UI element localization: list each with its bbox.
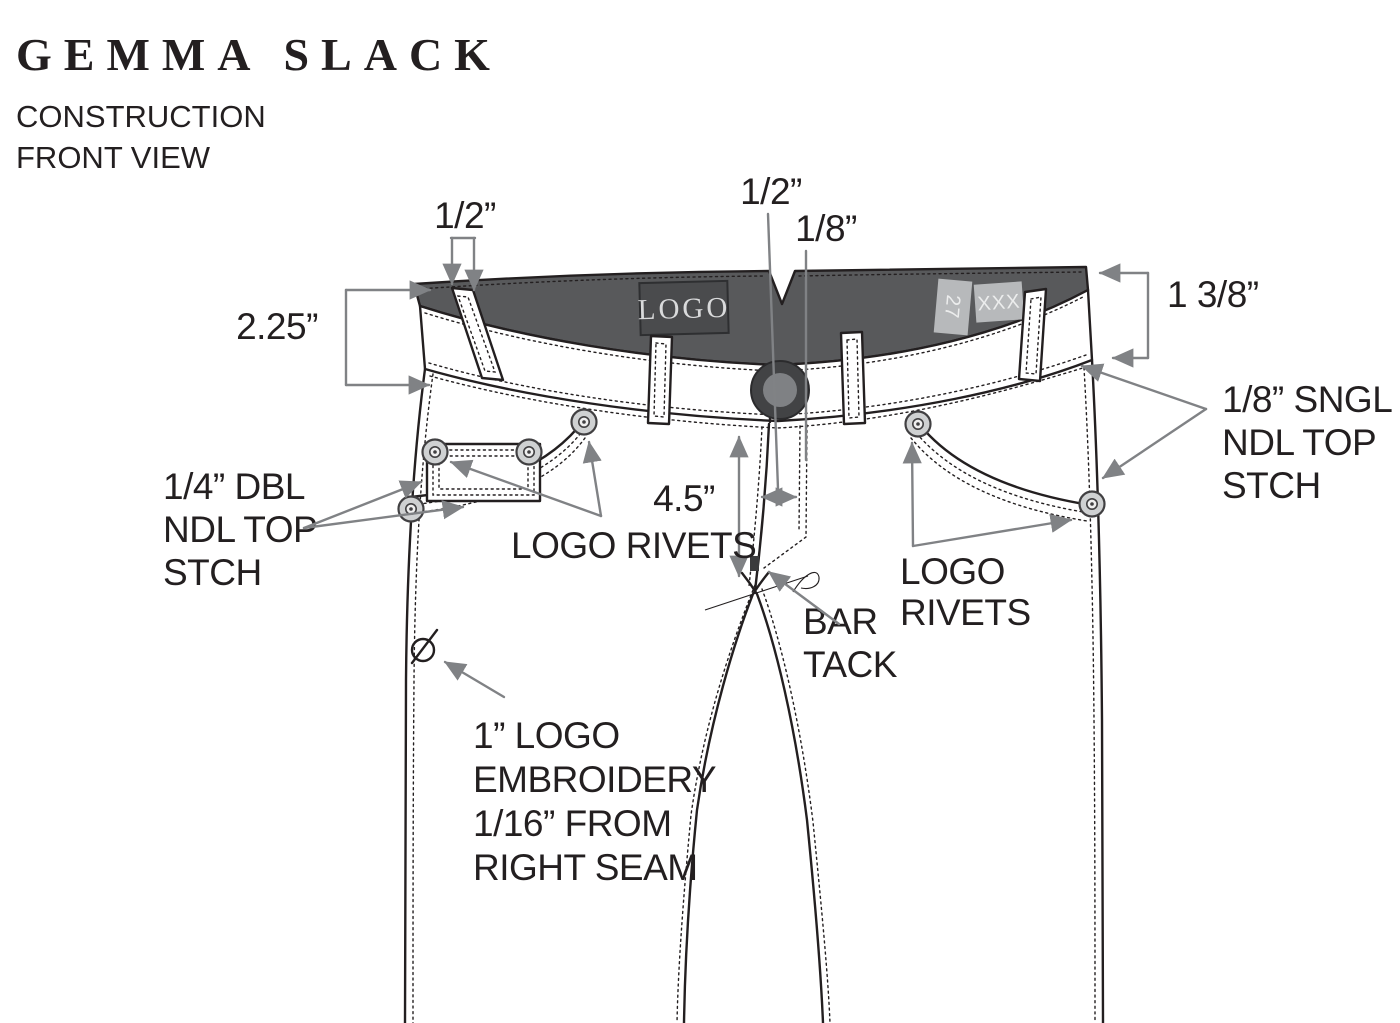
embroidery-line2: EMBROIDERY: [473, 759, 716, 800]
rivet: [397, 495, 425, 523]
subtitle-construction: CONSTRUCTION: [16, 99, 266, 134]
callout-embroidery: 1” LOGO EMBROIDERY 1/16” FROM RIGHT SEAM: [443, 660, 717, 888]
dim-beltloop-width: 1/2”: [434, 195, 496, 292]
dim-fly-edge-stitch: 1/8”: [795, 208, 857, 462]
callout-dbl-stitch: 1/4” DBL NDL TOP STCH: [163, 466, 465, 593]
embroidery-line4: RIGHT SEAM: [473, 847, 698, 888]
right-pocket: [910, 418, 1092, 522]
logo-patch-text: LOGO: [637, 292, 730, 326]
dbl-stitch-line1: 1/4” DBL: [163, 466, 305, 507]
belt-loop-right: [1017, 287, 1048, 383]
callout-logo-rivets-left: LOGO RIVETS: [449, 440, 757, 566]
waist-button: [750, 360, 810, 420]
side-seams: [403, 358, 1105, 1023]
logo-patch: LOGO: [637, 279, 731, 337]
dim-fly-topstitch: 1/2”: [740, 171, 802, 507]
dim-front-waistband: 2.25”: [236, 280, 432, 395]
belt-loop-right-center: [839, 330, 867, 426]
logo-rivets-right-line1: LOGO: [900, 551, 1005, 592]
front-waistband-label: 2.25”: [236, 306, 318, 347]
rivet: [515, 438, 543, 466]
waistband-top-stitch: [418, 271, 1083, 290]
sngl-stitch-line3: STCH: [1222, 465, 1321, 506]
dbl-stitch-line2: NDL TOP: [163, 509, 317, 550]
care-tag: XXX: [973, 281, 1025, 323]
fly: [748, 422, 808, 593]
belt-loop-left-center: [646, 334, 674, 426]
back-waistband-label: 1 3/8”: [1167, 274, 1259, 315]
size-tag: 27: [933, 278, 973, 336]
logo-rivets-right-line2: RIVETS: [900, 592, 1031, 633]
callout-bar-tack: BAR TACK: [767, 570, 898, 685]
sheet-subtitle: CONSTRUCTION FRONT VIEW: [16, 96, 266, 178]
size-tag-text: 27: [940, 294, 964, 320]
beltloop-width-label: 1/2”: [434, 195, 496, 236]
dim-back-waistband: 1 3/8”: [1098, 263, 1259, 368]
rivet: [421, 438, 449, 466]
dbl-stitch-line3: STCH: [163, 552, 262, 593]
bar-tack-line2: TACK: [803, 644, 898, 685]
subtitle-front-view: FRONT VIEW: [16, 140, 211, 175]
embroidery-line3: 1/16” FROM: [473, 803, 672, 844]
embroidery-mark: [410, 628, 439, 665]
sngl-stitch-line1: 1/8” SNGL: [1222, 379, 1392, 420]
rivet: [570, 408, 598, 436]
brand-title: GEMMA SLACK: [16, 29, 502, 80]
logo-rivets-left-label: LOGO RIVETS: [511, 525, 756, 566]
bar-tack-line1: BAR: [803, 601, 878, 642]
sngl-stitch-line2: NDL TOP: [1222, 422, 1376, 463]
callout-logo-rivets-right: LOGO RIVETS: [900, 441, 1073, 633]
fly-edge-stitch-label: 1/8”: [795, 208, 857, 249]
callout-sngl-stitch: 1/8” SNGL NDL TOP STCH: [1080, 363, 1393, 506]
center-front-seam: [753, 422, 771, 593]
rivet: [1078, 490, 1106, 518]
fly-j-stitch: [798, 425, 801, 533]
embroidery-line1: 1” LOGO: [473, 715, 620, 756]
care-tag-text: XXX: [977, 291, 1021, 316]
waistband-attach-stitch: [429, 366, 1087, 429]
rivet: [904, 410, 932, 438]
bar-tack-mark: [750, 556, 759, 571]
dim-fly-length: 4.5”: [653, 435, 749, 578]
fly-length-label: 4.5”: [653, 478, 715, 519]
fly-topstitch-label: 1/2”: [740, 171, 802, 212]
